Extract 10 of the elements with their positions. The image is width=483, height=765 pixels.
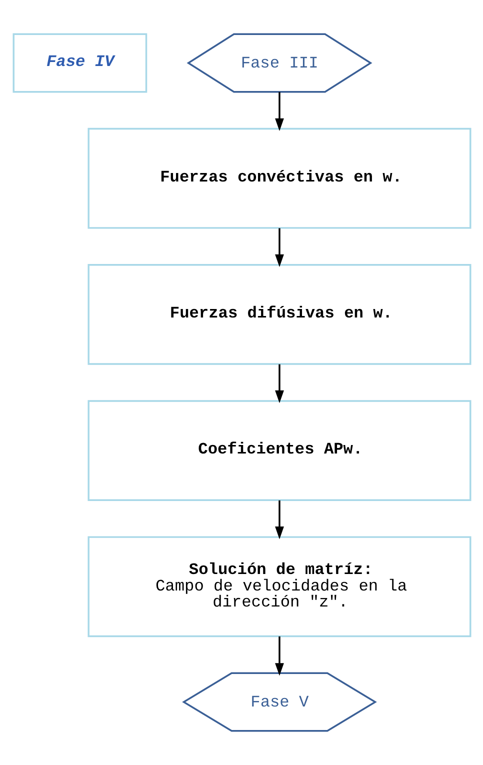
node-box: Fuerzas difúsivas en w. xyxy=(87,264,471,365)
node-box: Fuerzas convéctivas en w. xyxy=(87,128,471,229)
arrow xyxy=(274,364,284,404)
arrow xyxy=(274,228,284,268)
node-box: Solución de matríz: Campo de velocidades en la dirección "z". xyxy=(87,536,471,638)
arrow xyxy=(274,500,284,540)
node-box: Fase IV xyxy=(12,33,147,93)
node-box: Coeficientes APw. xyxy=(87,400,471,502)
arrow xyxy=(274,636,284,676)
arrow xyxy=(274,92,284,132)
